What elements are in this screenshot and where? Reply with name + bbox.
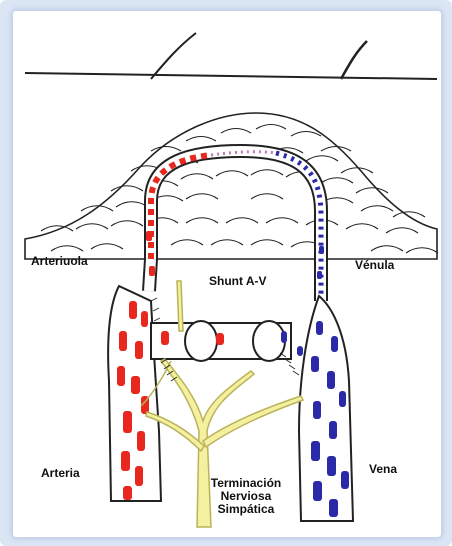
label-vena: Vena [369, 463, 397, 476]
label-terminacion-nerviosa: Terminación Nerviosa Simpática [191, 477, 301, 516]
artery-vessel [108, 231, 161, 501]
label-venula: Vénula [355, 259, 394, 272]
label-shunt: Shunt A-V [209, 275, 267, 288]
diagram-panel: Arteriuola Vénula Shunt A-V Arteria Vena… [12, 10, 442, 538]
skin-surface [25, 33, 437, 79]
label-terminacion-line-3: Simpática [191, 503, 301, 516]
av-shunt-vessel [151, 321, 303, 361]
label-arteria: Arteria [41, 467, 80, 480]
label-arteriola: Arteriuola [31, 255, 88, 268]
epidermis-mound [25, 113, 438, 259]
